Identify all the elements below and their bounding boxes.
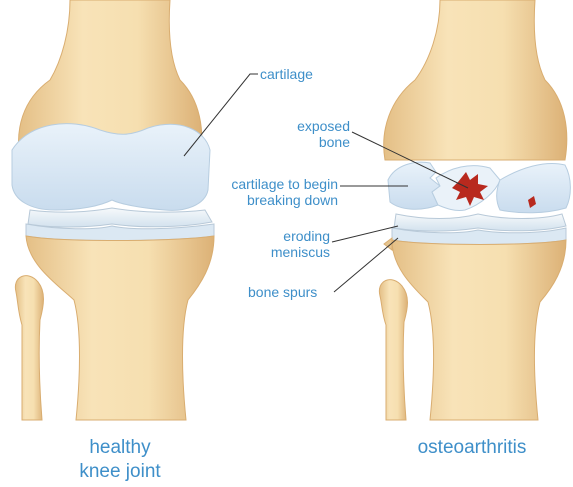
healthy-tibia xyxy=(26,236,214,420)
caption-healthy-line-1: healthy xyxy=(20,436,220,460)
label-exposed-bone: exposed bone xyxy=(264,118,350,150)
oa-fibula xyxy=(379,280,407,420)
caption-osteoarthritis: osteoarthritis xyxy=(372,436,572,460)
label-cartilage-breaking-down: cartilage to begin breaking down xyxy=(206,176,338,208)
label-cartilage: cartilage xyxy=(260,66,313,82)
label-exposed-bone-line-1: exposed xyxy=(264,118,350,134)
leader-line-eroding-meniscus xyxy=(332,226,398,242)
label-eroding-meniscus-line-2: meniscus xyxy=(250,244,330,260)
oa-meniscus xyxy=(394,214,566,231)
oa-femur xyxy=(384,0,567,160)
label-eroding-meniscus: eroding meniscus xyxy=(250,228,330,260)
label-cartilage-breaking-line-2: breaking down xyxy=(206,192,338,208)
healthy-fibula xyxy=(15,276,43,420)
oa-tibia xyxy=(392,240,566,420)
healthy-knee xyxy=(12,0,214,420)
healthy-femoral-cartilage xyxy=(12,124,210,211)
osteoarthritis-knee xyxy=(379,0,570,420)
caption-healthy-line-2: knee joint xyxy=(20,460,220,484)
healthy-meniscus xyxy=(28,208,212,227)
label-bone-spurs: bone spurs xyxy=(248,284,317,300)
label-cartilage-breaking-line-1: cartilage to begin xyxy=(206,176,338,192)
label-eroding-meniscus-line-1: eroding xyxy=(250,228,330,244)
label-exposed-bone-line-2: bone xyxy=(264,134,350,150)
caption-healthy-knee-joint: healthy knee joint xyxy=(20,436,220,484)
